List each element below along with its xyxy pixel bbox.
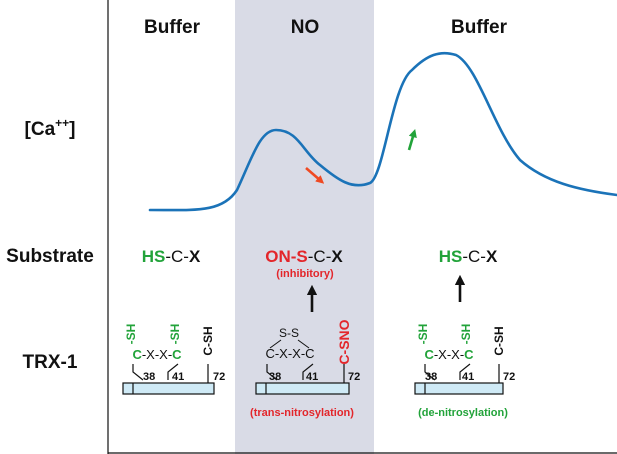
trx-right-motif: C-X-X-C: [424, 347, 474, 362]
trx-left-link2: [167, 363, 179, 380]
trx-middle-link1: [266, 364, 278, 381]
trx-right-link2: [459, 363, 471, 380]
trx-middle-sno: C-SNO: [336, 319, 352, 364]
trx-right-bar: [414, 382, 504, 395]
trx-middle-group: S-S C-X-X-C C-SNO 38 41 72 (trans-nitros…: [250, 319, 360, 419]
no-treatment-panel: [235, 0, 374, 454]
trx-right-group: -SH -SH C-SH C-X-X-C 38 41 72 (de-nitros…: [414, 324, 515, 419]
column-header-no: NO: [291, 17, 320, 38]
trx-middle-motif: C-X-X-C: [265, 346, 314, 361]
trx-middle-ss-right: [297, 339, 310, 349]
row-label-trx: TRX-1: [23, 352, 78, 373]
trx-middle-note: (trans-nitrosylation): [250, 407, 354, 419]
increase-arrow-icon: [407, 129, 417, 151]
column-header-buffer-left: Buffer: [144, 17, 201, 38]
decrease-arrow-icon: [305, 167, 325, 184]
trx-left-pos38: 38: [143, 371, 155, 383]
trx-left-sh3: C-SH: [201, 326, 215, 355]
trx-left-link1: [132, 364, 144, 381]
substrate-right: HS-C-X: [439, 247, 498, 266]
trx-middle-ss-left: [269, 339, 282, 349]
trx-right-pos72: 72: [503, 371, 515, 383]
trx-middle-disulfide: S-S: [279, 326, 299, 340]
trx-middle-pos41: 41: [306, 371, 318, 383]
trx-middle-pos38: 38: [269, 371, 281, 383]
trx-left-sh2: -SH: [168, 324, 182, 345]
row-label-calcium: [Ca++]: [25, 116, 76, 140]
substrate-left: HS-C-X: [142, 247, 201, 266]
trx-right-note: (de-nitrosylation): [418, 407, 508, 419]
trx-right-pos41: 41: [462, 371, 474, 383]
trx-left-pos72: 72: [213, 371, 225, 383]
trx-left-pos41: 41: [172, 371, 184, 383]
trx-left-sh1: -SH: [124, 324, 138, 345]
trx-middle-bar: [255, 382, 350, 395]
trx-middle-link2: [302, 363, 314, 380]
substrate-middle: ON-S-C-X: [265, 247, 343, 266]
substrate-middle-note: (inhibitory): [276, 268, 334, 280]
trx-right-sh1: -SH: [416, 324, 430, 345]
row-label-substrate: Substrate: [6, 246, 94, 267]
trx-right-pos38: 38: [425, 371, 437, 383]
column-header-buffer-right: Buffer: [451, 17, 508, 38]
trx-right-sh3: C-SH: [492, 326, 506, 355]
trx-right-link1: [424, 364, 436, 381]
trx-left-motif: C-X-X-C: [132, 347, 182, 362]
trx-middle-pos72: 72: [348, 371, 360, 383]
trx-left-group: -SH -SH C-SH C-X-X-C 38 41 72: [122, 324, 225, 395]
calcium-trace: [148, 51, 617, 212]
trx-right-sh2: -SH: [459, 324, 473, 345]
trx-left-bar: [122, 382, 215, 395]
